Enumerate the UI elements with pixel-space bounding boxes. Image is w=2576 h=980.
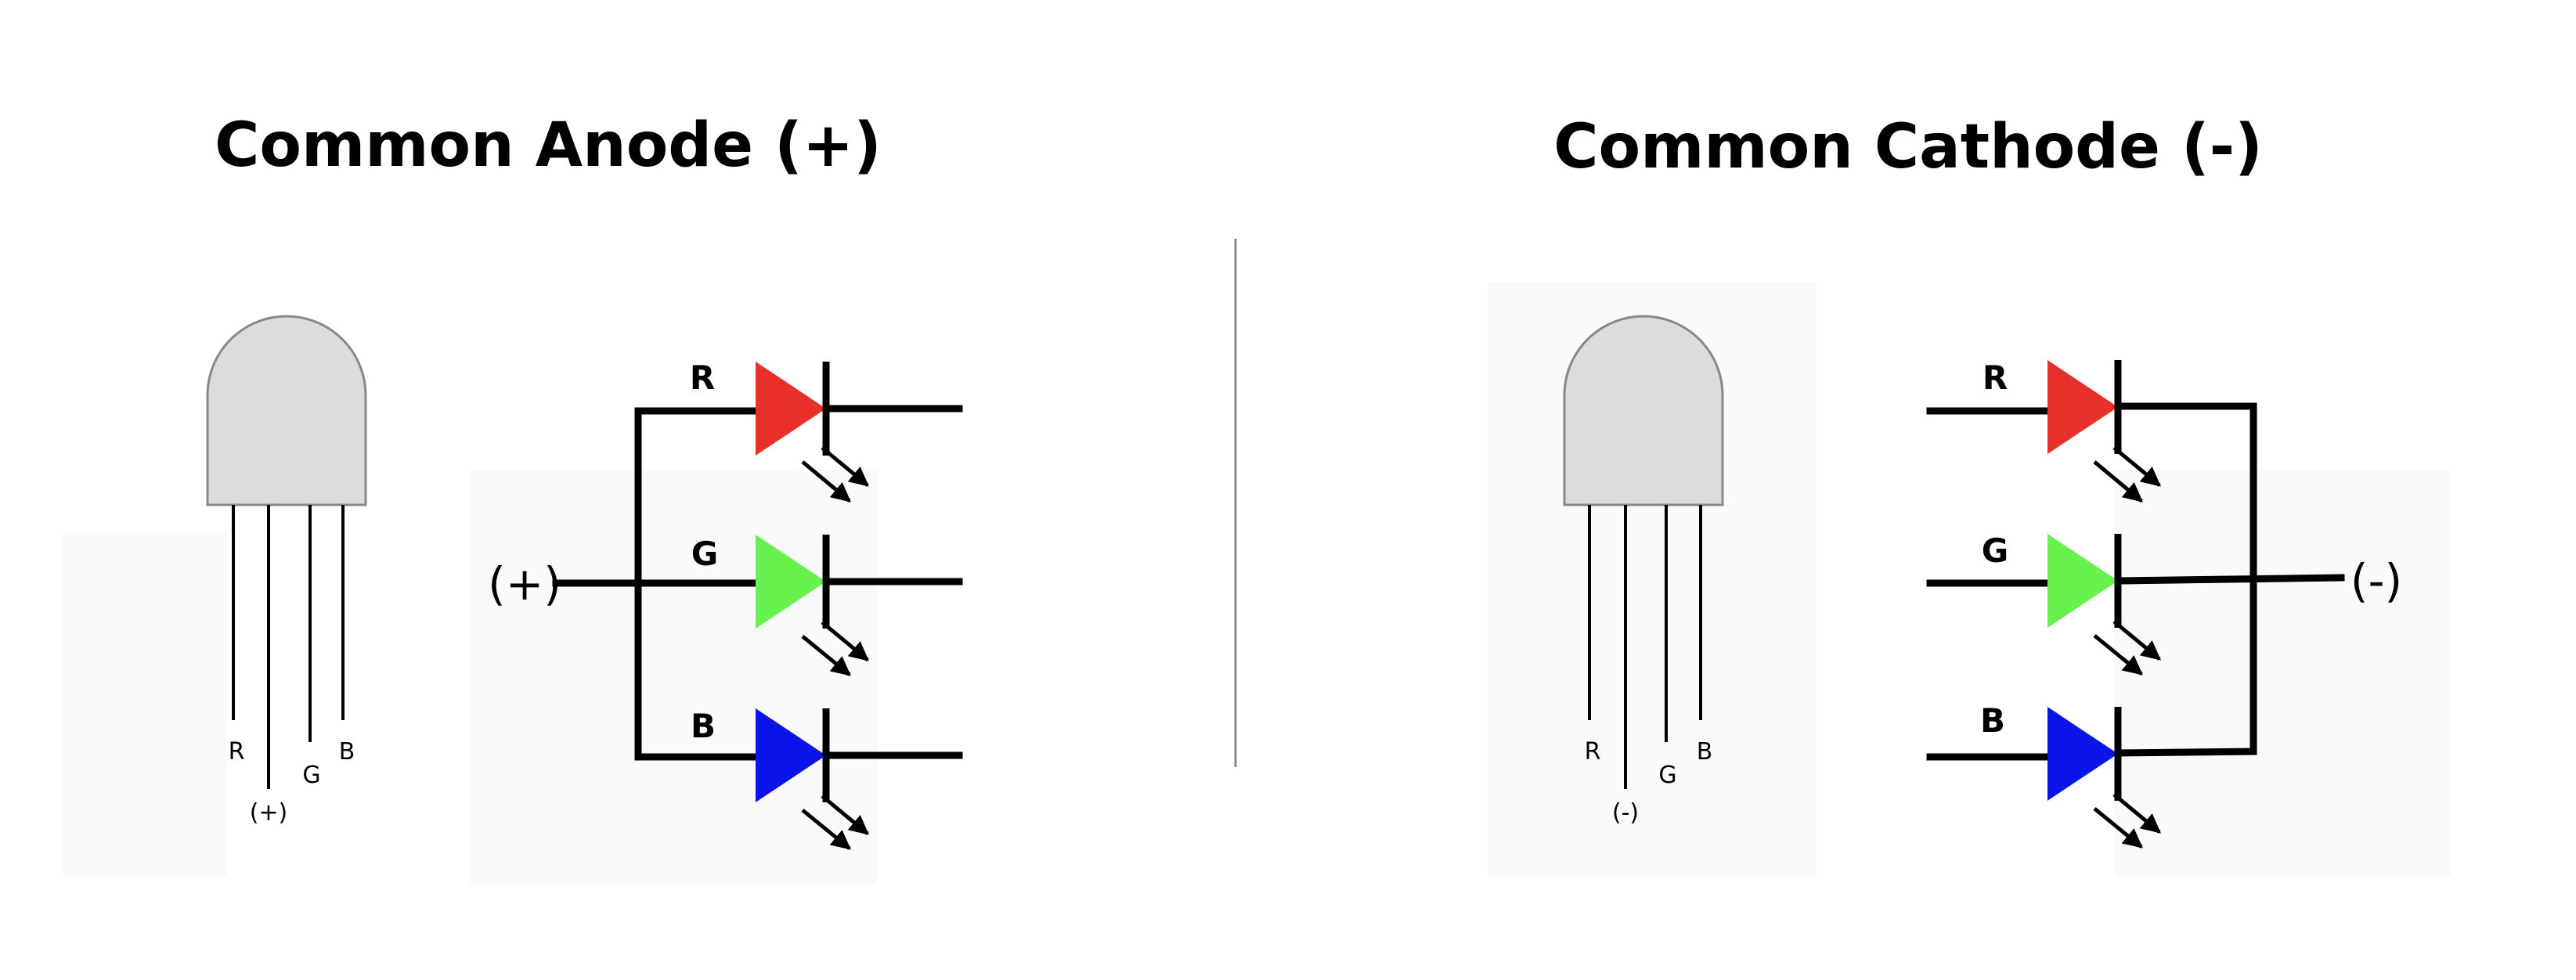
- diode-icon: [756, 535, 826, 629]
- light-emission-arrows-icon: [801, 794, 869, 850]
- common-bus: [2114, 402, 2345, 757]
- pin-g-label: G: [1658, 762, 1676, 789]
- cathode-title: Common Cathode (-): [1553, 112, 2263, 182]
- diode-icon: [2047, 534, 2118, 628]
- light-emission-arrows-icon: [801, 621, 869, 676]
- channel-r-label: R: [1983, 358, 2008, 397]
- common-bus: [552, 407, 759, 761]
- diode-icon: [756, 708, 826, 802]
- cathode-schematic: [1926, 360, 2345, 848]
- pin-g-label: G: [302, 762, 320, 789]
- light-emission-arrows-icon: [2093, 446, 2161, 503]
- channel-b-label: B: [1980, 701, 2005, 740]
- pin-b-label: B: [339, 738, 355, 766]
- pin-b-label: B: [1697, 738, 1713, 766]
- channel-r-label: R: [690, 358, 715, 397]
- light-emission-arrows-icon: [2093, 793, 2161, 848]
- led-package-icon: [206, 315, 367, 789]
- input-wires: [1926, 407, 2051, 761]
- channel-g-label: G: [1982, 531, 2008, 570]
- light-emission-arrows-icon: [801, 446, 869, 503]
- pin-common-label: (+): [250, 799, 288, 827]
- diode-icon: [2047, 360, 2118, 454]
- output-wires: [822, 405, 963, 759]
- anode-terminal-label: (+): [488, 557, 561, 611]
- anode-title: Common Anode (+): [215, 110, 882, 181]
- light-emission-arrows-icon: [2093, 620, 2161, 676]
- panel-bg: [2114, 470, 2451, 877]
- led-package-icon: [1563, 315, 1724, 789]
- pin-r-label: R: [1585, 738, 1601, 766]
- diode-icon: [2047, 707, 2118, 801]
- cathode-terminal-label: (-): [2351, 554, 2402, 607]
- channel-b-label: B: [691, 707, 716, 745]
- pin-common-label: (-): [1612, 799, 1639, 827]
- channel-g-label: G: [691, 535, 718, 573]
- diode-icon: [756, 362, 826, 456]
- pin-r-label: R: [229, 738, 245, 766]
- panel-bg: [63, 532, 227, 877]
- anode-schematic: [552, 362, 963, 850]
